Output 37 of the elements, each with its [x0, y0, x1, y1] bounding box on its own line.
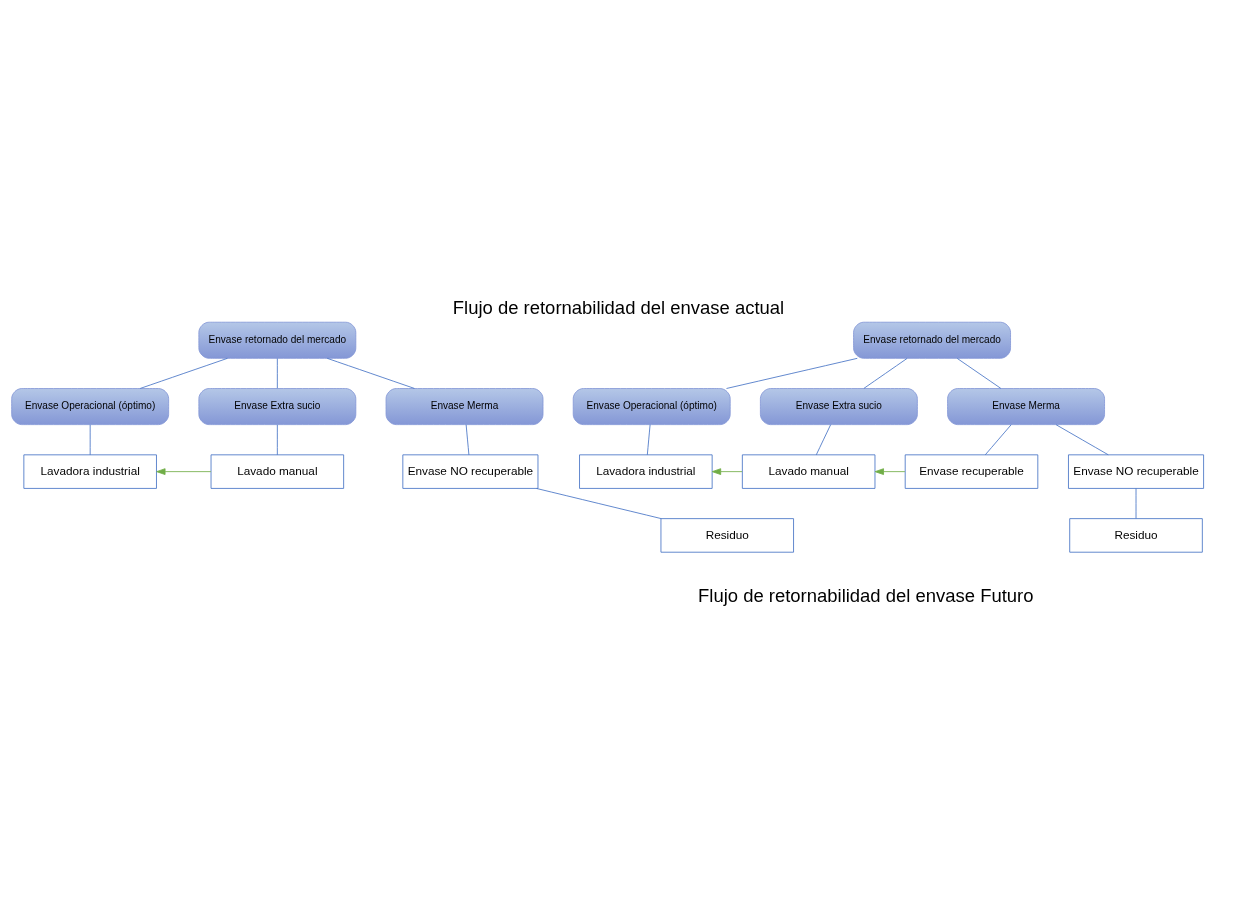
diagram-title: Flujo de retornabilidad del envase actual — [452, 295, 785, 317]
node-box: Envase recuperable — [904, 453, 1039, 489]
arrow — [711, 467, 743, 475]
node-box: Residuo — [660, 517, 794, 553]
arrow — [156, 467, 212, 475]
connector — [984, 423, 1012, 455]
connector — [863, 357, 908, 389]
node-box: Envase Operacional (óptimo) — [11, 387, 170, 425]
connector — [465, 423, 470, 455]
connector — [276, 423, 278, 455]
node-box: Envase retornado del mercado — [853, 321, 1011, 359]
connector — [1055, 423, 1109, 455]
node-box: Lavado manual — [741, 453, 876, 489]
label: Flujo de retornabilidad del envase Futuro — [698, 584, 1034, 606]
node-box: Envase Operacional (óptimo) — [572, 387, 731, 425]
connector — [1135, 487, 1137, 519]
connector — [726, 357, 858, 389]
node-box: Lavado manual — [210, 453, 345, 489]
connector — [646, 423, 651, 455]
node-box: Envase NO recuperable — [402, 453, 539, 489]
node-box: Envase NO recuperable — [1068, 453, 1204, 489]
node-box: Lavadora industrial — [23, 453, 157, 489]
connector — [139, 357, 228, 389]
node-box: Envase Merma — [385, 387, 544, 425]
connector — [536, 487, 662, 519]
node-box: Envase retornado del mercado — [198, 321, 357, 359]
connector — [276, 357, 278, 389]
connector — [815, 423, 832, 455]
node-box: Residuo — [1069, 517, 1203, 553]
node-box: Envase Extra sucio — [760, 387, 918, 425]
node-box: Lavadora industrial — [579, 453, 713, 489]
node-box: Envase Extra sucio — [198, 387, 357, 425]
connector — [326, 357, 415, 389]
connector — [956, 357, 1002, 389]
connector — [89, 423, 91, 455]
arrow — [874, 467, 906, 475]
node-box: Envase Merma — [947, 387, 1105, 425]
